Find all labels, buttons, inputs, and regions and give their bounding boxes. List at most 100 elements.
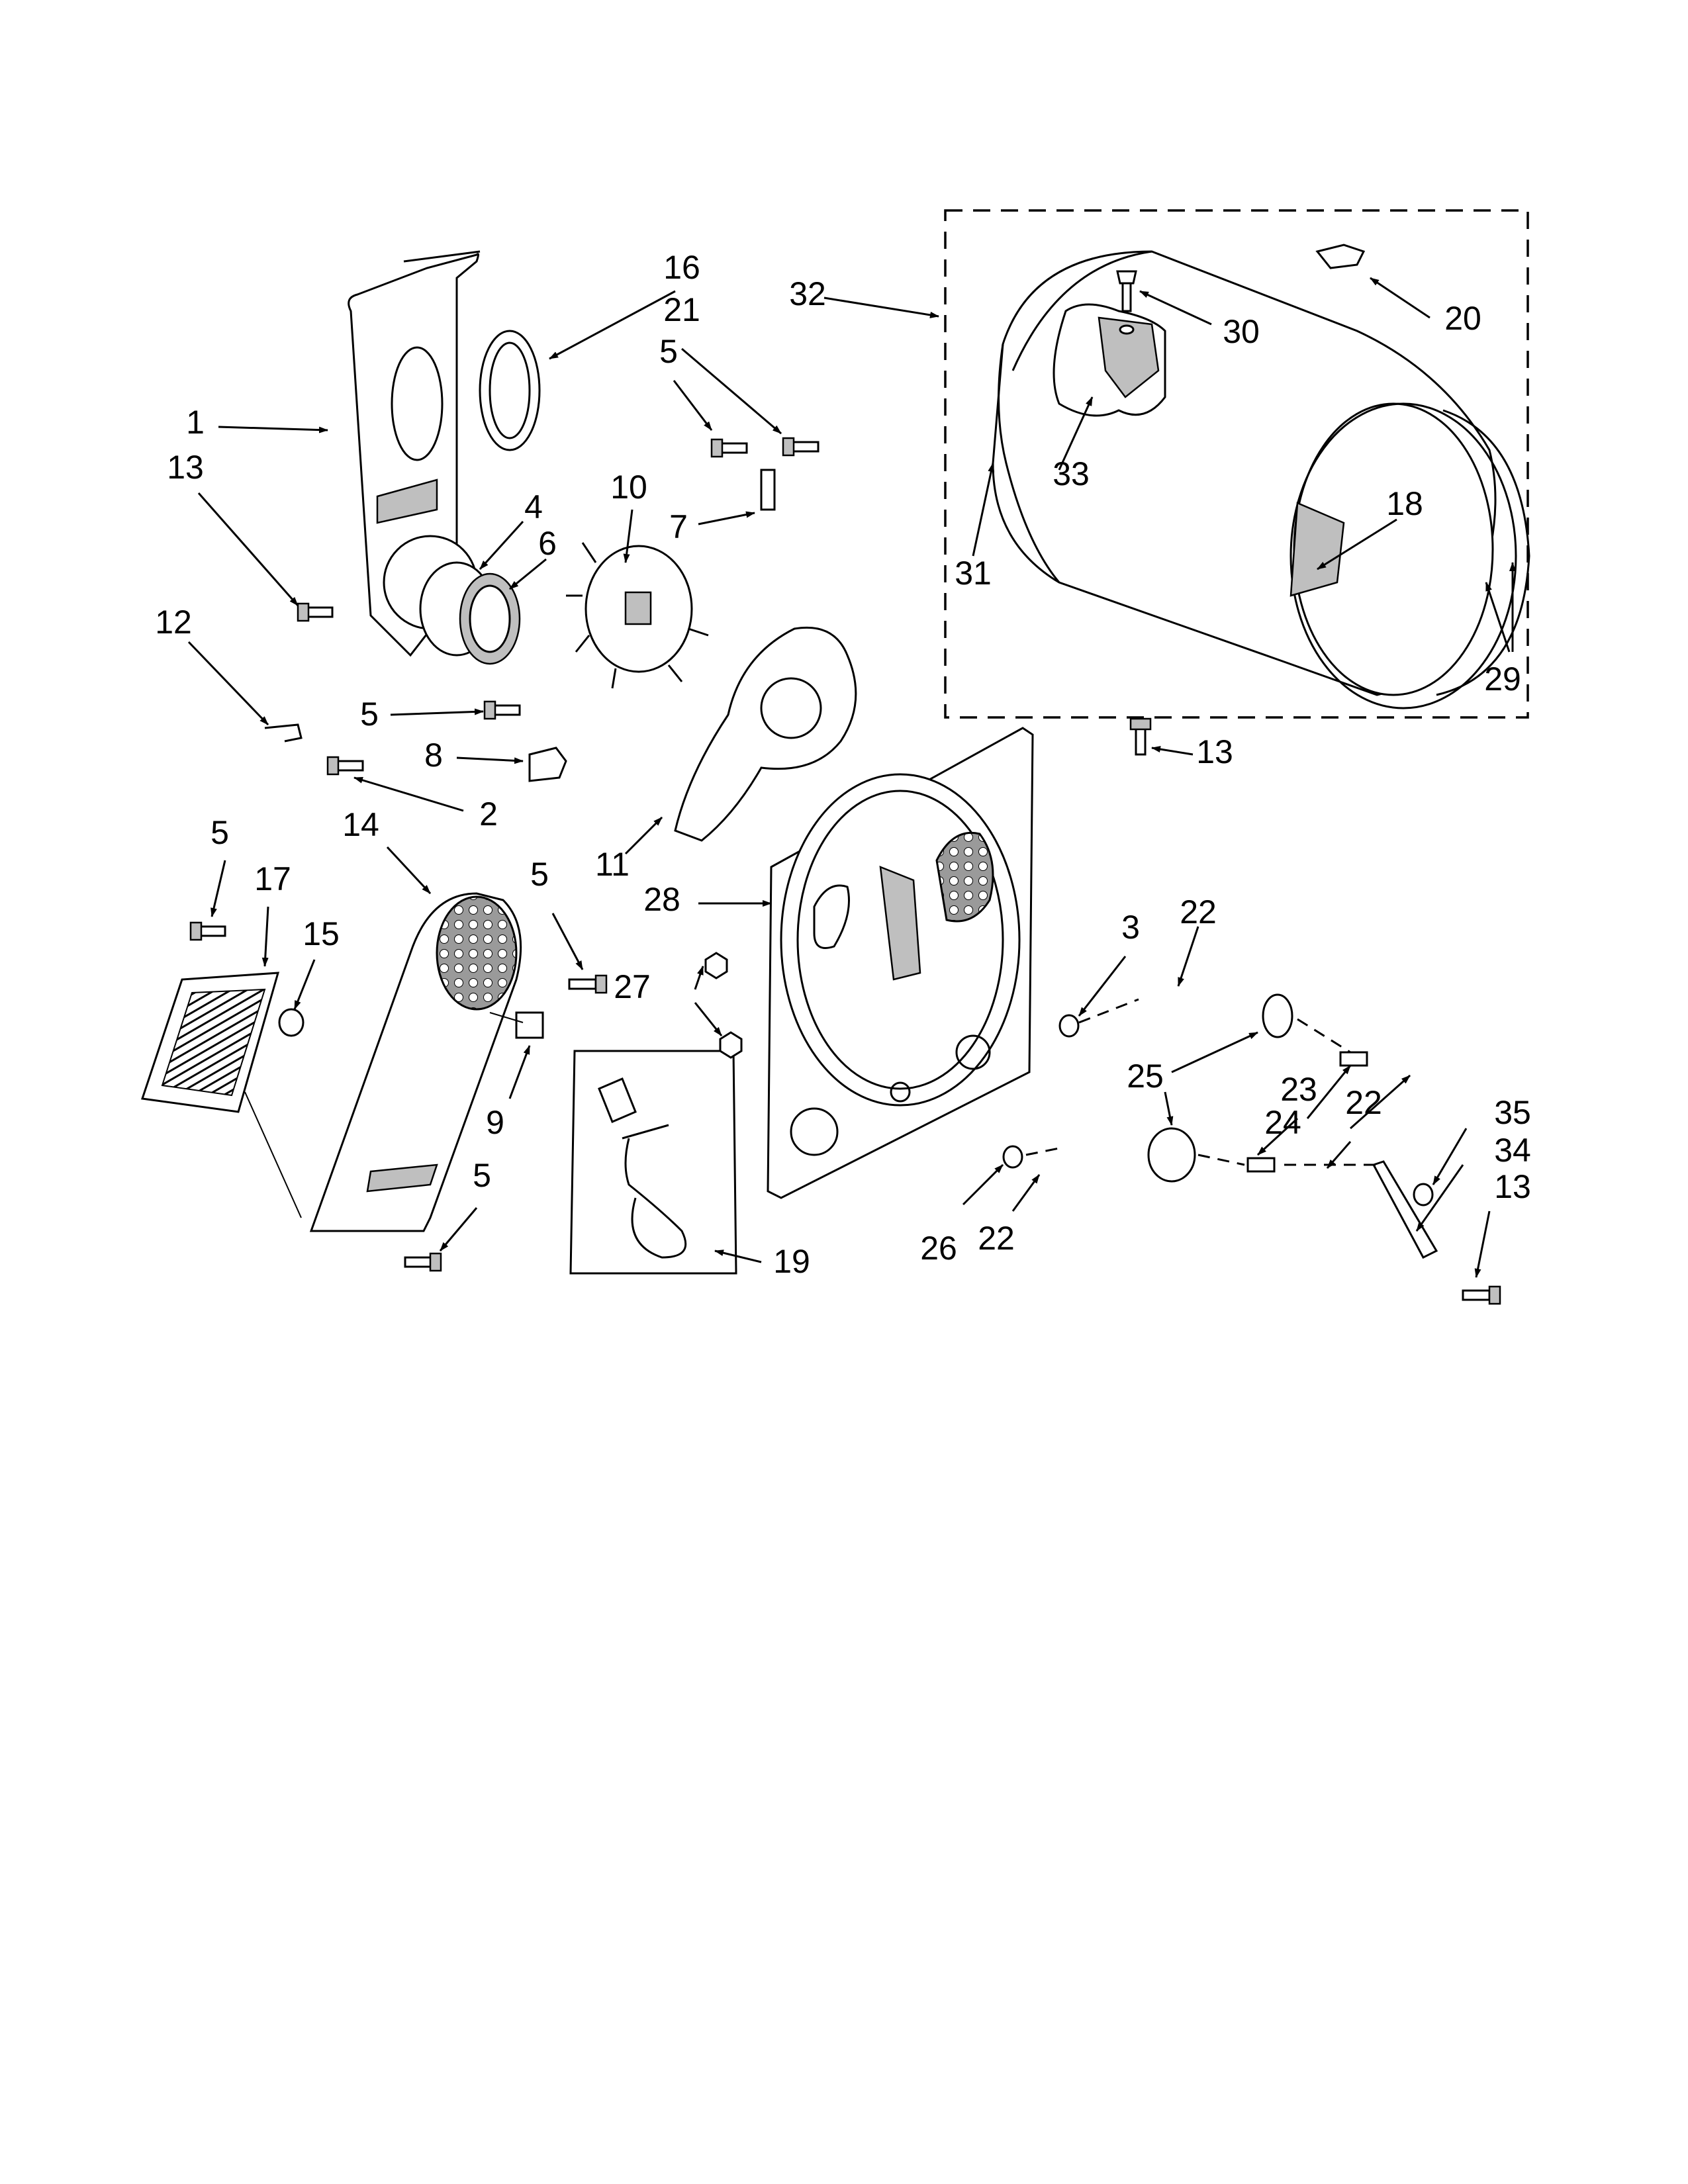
drum-inner-baffle <box>1289 502 1345 597</box>
leader-18 <box>1317 518 1397 570</box>
drum-rear-seal-edge <box>1011 250 1152 371</box>
bulkhead-hole-3 <box>790 1107 839 1156</box>
callout-25: 25 <box>1127 1058 1164 1095</box>
callout-5-bottom: 5 <box>473 1157 491 1194</box>
screw-5-bottom <box>404 1252 442 1272</box>
callout-21: 21 <box>663 291 700 328</box>
heater-to-duct-line <box>244 1091 302 1218</box>
leader-31 <box>972 463 995 557</box>
leader-25b <box>1164 1091 1174 1126</box>
duct-seal-inner <box>469 584 511 653</box>
callout-7: 7 <box>669 508 688 545</box>
roller-shaft-upper <box>1339 1051 1368 1067</box>
screw-13-left <box>297 602 334 622</box>
rear-panel-vent <box>376 478 438 524</box>
roller-upper <box>1262 993 1293 1038</box>
screw-21 <box>782 437 820 457</box>
drum-front-seal <box>1289 402 1517 709</box>
leader-8 <box>456 756 524 764</box>
cord-lead <box>622 1124 669 1140</box>
heater-thermostat <box>278 1008 305 1037</box>
leader-22b <box>1350 1074 1411 1130</box>
bulkhead-hole-1 <box>955 1034 991 1070</box>
callout-5-heater: 5 <box>211 814 229 851</box>
callout-34: 34 <box>1494 1132 1531 1169</box>
leader-5d <box>551 913 584 970</box>
callout-18: 18 <box>1386 485 1423 522</box>
blower-housing-hub <box>760 677 822 739</box>
washer-26 <box>1002 1145 1023 1169</box>
leader-33 <box>1058 396 1094 471</box>
drum-assembly-group <box>944 209 1530 719</box>
leader-35 <box>1432 1128 1468 1185</box>
callout-22-lower: 22 <box>978 1220 1015 1257</box>
rear-panel-opening <box>391 346 444 461</box>
callout-24: 24 <box>1264 1104 1301 1141</box>
callout-27: 27 <box>614 968 651 1005</box>
power-cord-kit-group <box>569 1050 737 1275</box>
leader-17 <box>261 906 269 967</box>
screw-13-bracket <box>1462 1285 1501 1305</box>
callout-4: 4 <box>524 488 543 525</box>
callout-31: 31 <box>955 555 992 592</box>
drum-baffle <box>1098 316 1160 398</box>
callout-10: 10 <box>610 469 647 506</box>
screw-5-duct <box>568 974 608 994</box>
leader-34 <box>1415 1164 1464 1232</box>
callout-26: 26 <box>920 1230 957 1267</box>
bulkhead-ring-inner <box>796 790 1004 1090</box>
rear-panel-group <box>264 250 857 842</box>
heater-coil <box>161 988 266 1097</box>
leader-10 <box>623 509 633 563</box>
gasket-inner <box>489 341 531 439</box>
callout-33: 33 <box>1053 455 1090 492</box>
leader-11 <box>624 816 663 855</box>
leader-1 <box>218 426 328 433</box>
callout-32: 32 <box>789 275 826 312</box>
leader-5b <box>390 708 484 716</box>
callout-13-left: 13 <box>167 449 204 486</box>
leader-lines <box>187 277 1516 1278</box>
leader-22a <box>1177 926 1199 987</box>
rear-panel-top-flange <box>403 250 481 263</box>
leader-15 <box>293 959 316 1010</box>
drum-front-seal-lip <box>1436 409 1530 696</box>
blower-wheel-hub <box>624 591 652 625</box>
washer-3 <box>1058 1014 1080 1038</box>
leader-7 <box>698 511 755 525</box>
duct-clip <box>264 723 303 743</box>
screw-13-bulkhead <box>1129 717 1152 756</box>
blower-wheel-fins <box>566 542 709 689</box>
leader-13a <box>197 492 299 606</box>
leader-26 <box>962 1163 1004 1206</box>
screw-5-heater <box>189 921 226 941</box>
leader-12 <box>187 641 269 726</box>
callout-13-bulkhead: 13 <box>1196 733 1233 770</box>
screws-group <box>189 437 1501 1305</box>
leader-13b <box>1151 746 1194 756</box>
callout-28: 28 <box>643 881 680 918</box>
bulkhead-exhaust <box>935 831 994 923</box>
leader-30 <box>1139 290 1212 326</box>
bulkhead-duct <box>879 866 921 981</box>
nut-upper <box>704 952 728 979</box>
drum-kit-boundary <box>944 209 1529 719</box>
leader-14 <box>386 846 432 895</box>
power-cord-kit-boundary <box>569 1050 737 1275</box>
rollers-group <box>1002 993 1438 1259</box>
callout-8: 8 <box>424 737 443 774</box>
blower-housing <box>674 626 857 842</box>
callout-23: 23 <box>1280 1071 1317 1108</box>
lint-duct-screen <box>436 895 518 1011</box>
leader-25a <box>1171 1031 1258 1073</box>
cord-plug <box>598 1077 637 1123</box>
callout-35: 35 <box>1494 1094 1531 1131</box>
callout-2: 2 <box>479 796 498 833</box>
bulkhead-group <box>704 727 1034 1199</box>
leader-2 <box>353 776 464 812</box>
callout-5-top: 5 <box>659 333 678 370</box>
drum-rear-rim <box>998 343 1060 583</box>
roller-lower <box>1147 1127 1196 1183</box>
callout-20: 20 <box>1444 300 1481 337</box>
callout-29: 29 <box>1484 660 1521 698</box>
